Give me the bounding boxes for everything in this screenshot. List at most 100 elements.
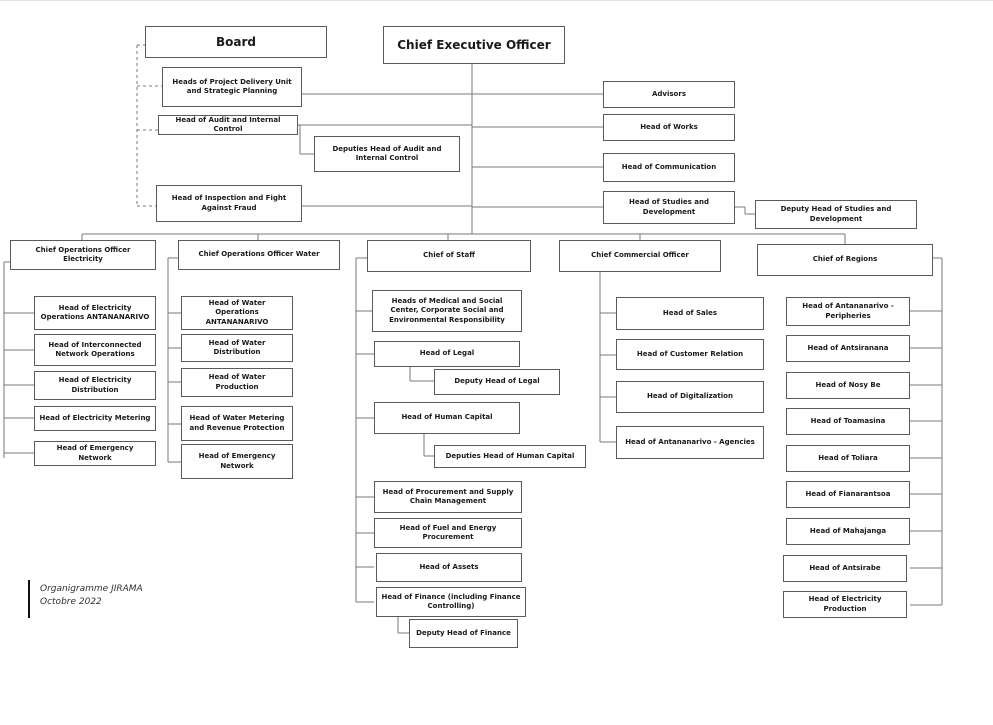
footnote-title: Organigramme JIRAMA [40, 584, 143, 594]
chief-of-regions-box: Chief of Regions [757, 244, 933, 276]
elec-unit-label: Head of Electricity Distribution [58, 376, 132, 394]
region-unit-label: Head of Mahajanga [809, 526, 887, 535]
region-unit-box: Head of Electricity Production [783, 591, 907, 618]
region-unit-box: Head of Antananarivo - Peripheries [786, 297, 910, 326]
commercial-unit-box: Head of Antananarivo - Agencies [616, 426, 764, 459]
studies-label: Head of Studies and Development [629, 198, 709, 216]
elec-unit-label: Head of Electricity Operations ANTANANAR… [40, 303, 150, 321]
elec-unit-box: Head of Electricity Metering [34, 406, 156, 431]
deputy-studies-box: Deputy Head of Studies and Development [755, 200, 917, 229]
chief-of-regions-label: Chief of Regions [812, 255, 878, 264]
staff-unit-box: Head of Fuel and Energy Procurement [374, 518, 522, 548]
region-unit-box: Head of Toamasina [786, 408, 910, 435]
region-unit-box: Head of Mahajanga [786, 518, 910, 545]
communication-label: Head of Communication [621, 162, 717, 171]
works-label: Head of Works [640, 122, 698, 131]
staff-unit-box: Deputies Head of Human Capital [434, 445, 586, 468]
staff-unit-label: Head of Assets [419, 562, 479, 571]
elec-unit-box: Head of Electricity Operations ANTANANAR… [34, 296, 156, 330]
communication-box: Head of Communication [603, 153, 735, 182]
staff-unit-label: Heads of Medical and Social Center, Corp… [389, 296, 505, 324]
coo-water-box: Chief Operations Officer Water [178, 240, 340, 270]
staff-unit-label: Head of Human Capital [401, 413, 493, 422]
region-unit-label: Head of Toliara [818, 453, 878, 462]
water-unit-box: Head of Water Distribution [181, 334, 293, 362]
staff-unit-box: Heads of Medical and Social Center, Corp… [372, 290, 522, 332]
water-unit-label: Head of Water Metering and Revenue Prote… [189, 414, 285, 432]
studies-box: Head of Studies and Development [603, 191, 735, 224]
water-unit-box: Head of Water Metering and Revenue Prote… [181, 406, 293, 441]
elec-unit-label: Head of Emergency Network [56, 444, 134, 462]
staff-unit-box: Head of Procurement and Supply Chain Man… [374, 481, 522, 513]
region-unit-label: Head of Antsirabe [809, 563, 881, 572]
ceo-box: Chief Executive Officer [383, 26, 565, 64]
commercial-unit-label: Head of Sales [662, 308, 718, 317]
region-unit-label: Head of Toamasina [810, 416, 886, 425]
coo-electricity-box: Chief Operations Officer Electricity [10, 240, 156, 270]
region-unit-box: Head of Antsiranana [786, 335, 910, 362]
note-bar [28, 580, 30, 618]
chief-of-staff-box: Chief of Staff [367, 240, 531, 272]
staff-unit-label: Head of Legal [419, 349, 475, 358]
audit-label: Head of Audit and Internal Control [175, 115, 281, 133]
commercial-unit-label: Head of Antananarivo - Agencies [625, 437, 755, 446]
coo-electricity-label: Chief Operations Officer Electricity [35, 245, 131, 263]
cco-label: Chief Commercial Officer [591, 251, 689, 260]
audit-box: Head of Audit and Internal Control [158, 115, 298, 135]
region-unit-box: Head of Toliara [786, 445, 910, 472]
advisors-box: Advisors [603, 81, 735, 108]
staff-unit-label: Head of Fuel and Energy Procurement [399, 523, 497, 541]
staff-unit-box: Head of Assets [376, 553, 522, 582]
commercial-unit-label: Head of Customer Relation [636, 349, 744, 358]
board-box: Board [145, 26, 327, 58]
footnote: Organigramme JIRAMA Octobre 2022 [40, 583, 143, 609]
water-unit-label: Head of Water Distribution [208, 338, 266, 356]
region-unit-box: Head of Nosy Be [786, 372, 910, 399]
staff-unit-label: Deputies Head of Human Capital [445, 451, 575, 460]
water-unit-label: Head of Water Operations ANTANANARIVO [205, 298, 269, 326]
elec-unit-box: Head of Electricity Distribution [34, 371, 156, 400]
region-unit-label: Head of Antsiranana [807, 343, 889, 352]
pdu-box: Heads of Project Delivery Unit and Strat… [162, 67, 302, 107]
deputy-audit-box: Deputies Head of Audit and Internal Cont… [314, 136, 460, 172]
water-unit-box: Head of Water Operations ANTANANARIVO [181, 296, 293, 330]
board-label: Board [216, 34, 256, 49]
staff-unit-label: Deputy Head of Finance [416, 628, 511, 637]
footnote-date: Octobre 2022 [40, 597, 102, 608]
ceo-label: Chief Executive Officer [397, 37, 551, 52]
staff-unit-label: Head of Procurement and Supply Chain Man… [382, 487, 514, 505]
pdu-label: Heads of Project Delivery Unit and Strat… [172, 77, 292, 95]
staff-unit-box: Head of Finance (including Finance Contr… [376, 587, 526, 617]
staff-unit-label: Head of Finance (including Finance Contr… [381, 592, 521, 610]
chief-of-staff-label: Chief of Staff [423, 251, 475, 260]
commercial-unit-label: Head of Digitalization [647, 392, 733, 401]
region-unit-label: Head of Antananarivo - Peripheries [802, 302, 894, 320]
water-unit-box: Head of Water Production [181, 368, 293, 397]
staff-unit-box: Head of Human Capital [374, 402, 520, 434]
water-unit-label: Head of Water Production [208, 373, 266, 391]
staff-unit-box: Deputy Head of Finance [409, 619, 518, 648]
elec-unit-box: Head of Interconnected Network Operation… [34, 334, 156, 366]
scan-edge-line [0, 0, 993, 1]
inspection-label: Head of Inspection and Fight Against Fra… [171, 194, 287, 212]
coo-water-label: Chief Operations Officer Water [198, 250, 320, 259]
cco-box: Chief Commercial Officer [559, 240, 721, 272]
water-unit-box: Head of Emergency Network [181, 444, 293, 479]
commercial-unit-box: Head of Digitalization [616, 381, 764, 413]
elec-unit-label: Head of Interconnected Network Operation… [48, 340, 142, 358]
region-unit-label: Head of Electricity Production [808, 595, 882, 613]
region-unit-label: Head of Fianarantsoa [805, 489, 891, 498]
region-unit-box: Head of Fianarantsoa [786, 481, 910, 508]
advisors-label: Advisors [652, 89, 686, 98]
inspection-box: Head of Inspection and Fight Against Fra… [156, 185, 302, 222]
elec-unit-label: Head of Electricity Metering [39, 413, 151, 422]
staff-unit-label: Deputy Head of Legal [454, 377, 540, 386]
deputy-studies-label: Deputy Head of Studies and Development [780, 205, 892, 223]
commercial-unit-box: Head of Customer Relation [616, 339, 764, 370]
water-unit-label: Head of Emergency Network [198, 452, 276, 470]
commercial-unit-box: Head of Sales [616, 297, 764, 330]
elec-unit-box: Head of Emergency Network [34, 441, 156, 466]
deputy-audit-label: Deputies Head of Audit and Internal Cont… [332, 144, 442, 162]
